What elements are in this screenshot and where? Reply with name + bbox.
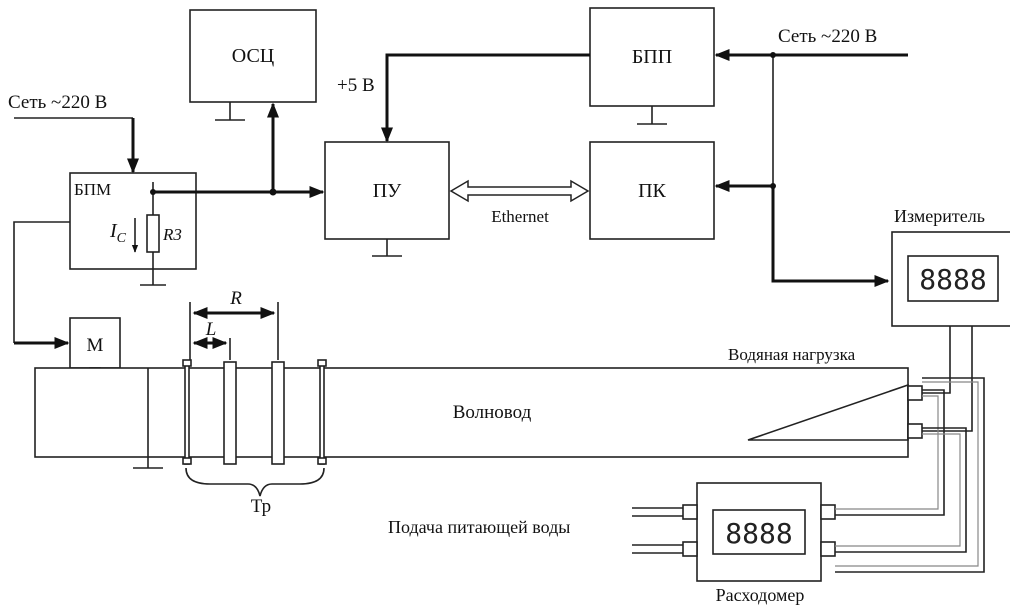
bpp-ground [637, 106, 667, 125]
osc-ground [215, 102, 245, 121]
load-pipes [835, 377, 985, 573]
water-load-wedge [747, 383, 909, 441]
meter-block: Измеритель 8888 [891, 206, 1010, 327]
ethernet-link: Ethernet [449, 179, 590, 226]
mains-left-label: Сеть ~220 В [8, 92, 107, 113]
pc-label: ПК [638, 180, 666, 202]
signal-line [153, 102, 325, 198]
pu-block: ПУ [324, 141, 450, 257]
water-supply: Подача питающей воды [388, 507, 683, 554]
pu-label: ПУ [373, 180, 402, 202]
tuner-screw-2 [223, 361, 237, 465]
pc-block: ПК [589, 141, 715, 240]
osc-block: ОСЦ [189, 9, 317, 121]
mains-right: Сеть ~220 В [714, 26, 908, 287]
bpm-block: БПМ IC R3 [69, 172, 197, 286]
flowmeter-digits: 8888 [725, 517, 792, 550]
water-load-label: Водяная нагрузка [728, 345, 856, 364]
current-symbol: IC [109, 220, 127, 246]
plus5-line: +5 В [337, 53, 590, 143]
ethernet-label: Ethernet [491, 207, 549, 226]
dimensions: R L [189, 288, 279, 360]
mains-left: Сеть ~220 В [8, 92, 139, 174]
mains-right-label: Сеть ~220 В [778, 26, 877, 47]
tuner-screw-3 [271, 361, 285, 465]
motor-label: М [87, 335, 104, 356]
bpp-block: БПП [589, 7, 715, 125]
tuner-screws: Тр [182, 359, 327, 517]
dim-r-label: R [229, 288, 242, 309]
tuner-screw-1 [184, 363, 190, 465]
r3-label: R3 [162, 225, 182, 244]
bpm-label: БПМ [74, 180, 111, 199]
waveguide: Волновод [34, 367, 909, 469]
flowmeter-display [712, 509, 806, 555]
pu-ground [372, 239, 402, 257]
bpp-label: БПП [632, 46, 672, 68]
osc-label: ОСЦ [232, 45, 274, 67]
resistor-r3 [146, 214, 160, 253]
tr-label: Тр [251, 496, 271, 517]
flowmeter-block: 8888 Расходомер [682, 482, 836, 605]
dim-l-label: L [205, 319, 217, 340]
meter-display [907, 255, 999, 302]
plus5-label: +5 В [337, 75, 375, 96]
meter-sensor-wires [922, 326, 973, 432]
meter-label: Измеритель [894, 206, 985, 226]
tr-brace [185, 467, 325, 497]
resistor-wiring [140, 182, 166, 286]
water-supply-label: Подача питающей воды [388, 517, 570, 537]
motor-block: М [69, 317, 121, 387]
meter-digits: 8888 [919, 263, 986, 296]
water-load: Водяная нагрузка [728, 345, 923, 441]
bpm-motor-wire [13, 221, 70, 343]
waveguide-ground [133, 368, 163, 469]
tuner-screw-4 [319, 363, 325, 465]
flowmeter-label: Расходомер [716, 585, 805, 605]
waveguide-label: Волновод [453, 402, 532, 423]
mains-to-meter [771, 186, 890, 287]
